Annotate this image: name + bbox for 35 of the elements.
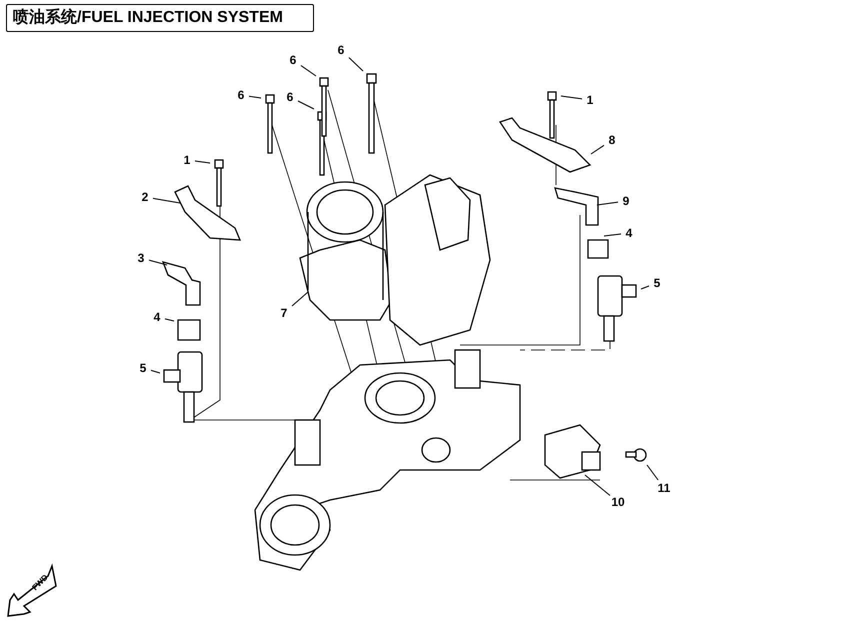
leader-line xyxy=(596,202,618,206)
leader-line xyxy=(640,286,650,290)
leader-line xyxy=(560,96,582,100)
callout-number: 4 xyxy=(622,226,636,240)
leader-line xyxy=(604,233,622,236)
callout-number: 1 xyxy=(583,93,597,107)
callout-number: 6 xyxy=(283,90,297,104)
callout-number: 5 xyxy=(650,276,664,290)
callout-number: 6 xyxy=(334,43,348,57)
leader-line xyxy=(148,260,168,266)
leader-line xyxy=(194,160,210,164)
callout-number: 6 xyxy=(286,53,300,67)
callout-number: 6 xyxy=(234,88,248,102)
callout-number: 10 xyxy=(611,495,625,509)
callout-number: 7 xyxy=(277,306,291,320)
leader-line xyxy=(298,100,314,110)
leader-line xyxy=(646,464,659,480)
callout-number: 5 xyxy=(136,361,150,375)
callout-number: 1 xyxy=(180,153,194,167)
leader-line xyxy=(584,474,610,496)
leader-line xyxy=(348,57,364,72)
callout-number: 8 xyxy=(605,133,619,147)
leader-line xyxy=(150,370,160,374)
callout-number: 2 xyxy=(138,190,152,204)
leader-line xyxy=(292,292,308,306)
callout-number: 3 xyxy=(134,251,148,265)
leader-line xyxy=(164,318,174,322)
callout-number: 11 xyxy=(657,481,671,495)
leader-line xyxy=(300,65,316,76)
leader-line xyxy=(248,96,262,98)
leader-line xyxy=(152,198,180,204)
callout-number: 4 xyxy=(150,310,164,324)
callout-number: 9 xyxy=(619,194,633,208)
diagram-title: 喷油系统/FUEL INJECTION SYSTEM xyxy=(6,4,314,32)
leader-line xyxy=(590,144,604,154)
